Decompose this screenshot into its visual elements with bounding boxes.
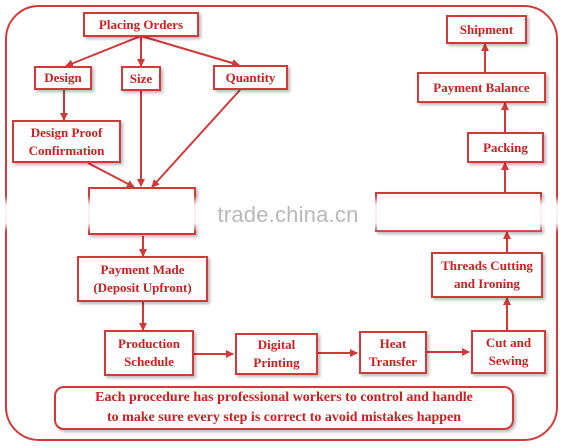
node-payment-made: Payment Made (Deposit Upfront) (77, 256, 208, 302)
node-quantity: Quantity (213, 65, 288, 90)
node-design-proof-confirmation: Design Proof Confirmation (12, 120, 121, 163)
arrow-orders-to-design (65, 35, 142, 68)
node-design: Design (34, 66, 92, 90)
node-placing-orders: Placing Orders (83, 12, 199, 37)
node-production-schedule: Production Schedule (104, 330, 194, 376)
node-digital-printing: Digital Printing (235, 333, 318, 375)
watermark-text: trade.china.cn (217, 202, 359, 227)
watermark-band (0, 196, 565, 232)
arrow-quantity-to-booked (151, 89, 241, 188)
node-payment-balance: Payment Balance (417, 72, 546, 103)
node-size: Size (121, 66, 161, 91)
arrow-proof-to-booked (87, 162, 135, 188)
node-packing: Packing (467, 132, 544, 163)
arrow-orders-to-quantity (140, 35, 240, 67)
node-threads-cutting-ironing: Threads Cutting and Ironing (431, 252, 543, 298)
node-cut-and-sewing: Cut and Sewing (471, 330, 546, 374)
node-heat-transfer: Heat Transfer (359, 331, 427, 374)
node-shipment: Shipment (446, 15, 527, 44)
process-note: Each procedure has professional workers … (54, 386, 514, 430)
